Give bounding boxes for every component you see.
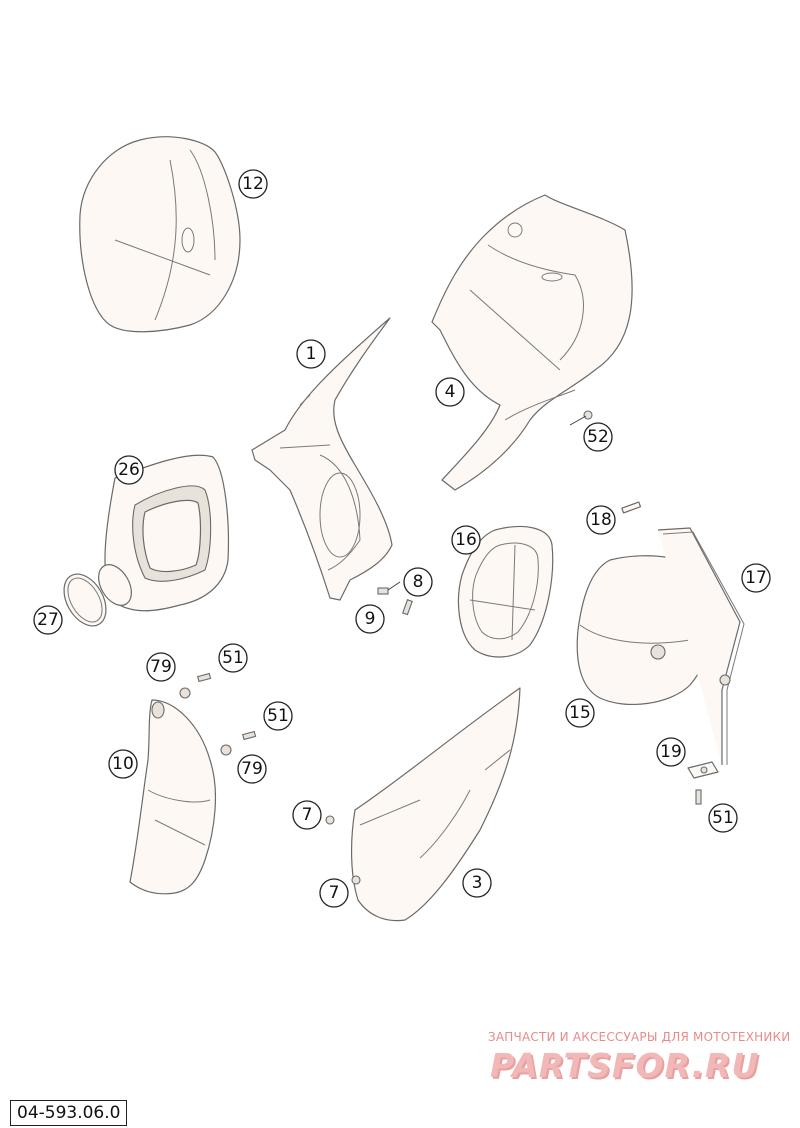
callout-51: 51: [263, 701, 293, 731]
part-4-airbox: [431, 194, 633, 491]
svg-text:12: 12: [242, 174, 264, 194]
callout-27: 27: [33, 605, 63, 635]
diagram-code: 04-593.06.0: [10, 1100, 128, 1126]
fastener-screws: [179, 410, 702, 885]
callout-8: 8: [403, 567, 433, 597]
part-16-filter-cage: [457, 525, 554, 658]
leader-lines: [387, 415, 587, 591]
part-17-filter-holder: [657, 527, 745, 765]
callout-79: 79: [237, 754, 267, 784]
callout-10: 10: [108, 749, 138, 779]
callout-4: 4: [435, 377, 465, 407]
part-18-pin: [621, 501, 642, 514]
part-12-filter-cover: [79, 136, 241, 333]
svg-text:9: 9: [365, 609, 376, 629]
watermark-logo: PARTSFOR.RU: [490, 1046, 760, 1085]
svg-text:16: 16: [455, 530, 477, 550]
part-10-intake-boot: [129, 699, 217, 895]
svg-text:26: 26: [118, 460, 140, 480]
svg-text:10: 10: [112, 754, 134, 774]
callout-12: 12: [238, 169, 268, 199]
svg-text:7: 7: [329, 883, 340, 903]
svg-text:3: 3: [472, 873, 483, 893]
callout-51: 51: [708, 803, 738, 833]
callout-16: 16: [451, 525, 481, 555]
callout-9: 9: [355, 604, 385, 634]
svg-text:51: 51: [267, 706, 289, 726]
part-1-airbox-side: [251, 317, 393, 601]
callout-1: 1: [296, 339, 326, 369]
callout-3: 3: [462, 868, 492, 898]
part-19-bracket: [687, 761, 719, 779]
callout-51: 51: [218, 643, 248, 673]
svg-text:19: 19: [660, 742, 682, 762]
callout-7: 7: [319, 878, 349, 908]
svg-text:18: 18: [590, 510, 612, 530]
svg-text:27: 27: [37, 610, 59, 630]
svg-text:7: 7: [302, 805, 313, 825]
svg-text:79: 79: [241, 759, 263, 779]
svg-text:79: 79: [150, 657, 172, 677]
callout-19: 19: [656, 737, 686, 767]
watermark-subtitle: ЗАПЧАСТИ И АКСЕССУАРЫ ДЛЯ МОТОТЕХНИКИ: [488, 1030, 791, 1044]
svg-text:52: 52: [587, 427, 609, 447]
callout-26: 26: [114, 455, 144, 485]
svg-text:17: 17: [745, 568, 767, 588]
callout-7: 7: [292, 800, 322, 830]
svg-text:51: 51: [712, 808, 734, 828]
callout-17: 17: [741, 563, 771, 593]
svg-text:51: 51: [222, 648, 244, 668]
part-3-side-cover: [350, 687, 521, 922]
part-27-clamp: [63, 564, 132, 627]
svg-text:1: 1: [306, 344, 317, 364]
svg-text:4: 4: [445, 382, 456, 402]
callout-52: 52: [583, 422, 613, 452]
callout-15: 15: [565, 698, 595, 728]
callout-79: 79: [146, 652, 176, 682]
callout-18: 18: [586, 505, 616, 535]
svg-text:15: 15: [569, 703, 591, 723]
svg-text:8: 8: [413, 572, 424, 592]
